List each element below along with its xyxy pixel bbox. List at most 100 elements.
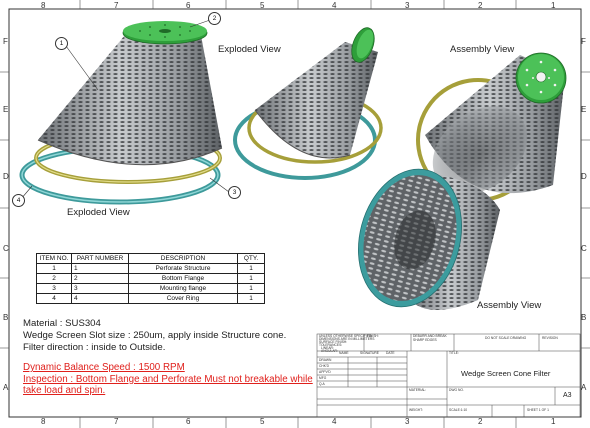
tb-dims: DIMENSIONS ARE IN MILLIMETERS	[319, 337, 375, 341]
tb-title: Wedge Screen Cone Filter	[461, 369, 551, 378]
tb-unless: UNLESS OTHERWISE SPECIFIED:	[319, 334, 373, 338]
view-label-exploded-bottom: Exploded View	[67, 207, 130, 218]
zone-col-6-top: 6	[186, 1, 191, 10]
tb-mfg: MFG	[319, 376, 327, 380]
zone-row-d-right: D	[581, 172, 587, 181]
bill-of-materials: ITEM NO. PART NUMBER DESCRIPTION QTY. 1 …	[36, 253, 265, 304]
drawing-border	[8, 8, 582, 418]
tb-drawn: DRAWN	[319, 358, 332, 362]
note-inspection-line-1: Inspection : Bottom Flange and Perforate…	[23, 374, 313, 385]
tb-signature: SIGNATURE	[360, 351, 379, 355]
bom-part-number: 4	[71, 293, 129, 304]
exploded-view-right	[233, 27, 383, 180]
view-label-assembly-top: Assembly View	[450, 44, 515, 55]
bom-row: 3 3 Mounting flange 1	[36, 283, 265, 294]
balloon-4: 4	[12, 194, 25, 207]
bom-description: Bottom Flange	[128, 273, 238, 284]
bom-header-item: ITEM NO.	[36, 253, 72, 264]
view-label-assembly-bottom: Assembly View	[477, 300, 542, 311]
zone-col-5-bottom: 5	[260, 417, 265, 426]
zone-col-7-top: 7	[114, 1, 119, 10]
zone-col-4-bottom: 4	[332, 417, 337, 426]
tb-angular: ANGULAR:	[321, 349, 338, 353]
zone-row-a-left: A	[3, 383, 9, 392]
zone-row-f-left: F	[3, 37, 8, 46]
exploded-view-left	[19, 19, 230, 205]
bom-row: 2 2 Bottom Flange 1	[36, 273, 265, 284]
zone-col-8-top: 8	[41, 1, 46, 10]
bom-item-no: 3	[36, 283, 72, 294]
bom-description: Mounting flange	[128, 283, 238, 294]
balloon-2: 2	[208, 12, 221, 25]
bom-item-no: 1	[36, 263, 72, 274]
tb-qa: Q.A	[319, 382, 325, 386]
tb-size: A3	[563, 392, 572, 399]
balloon-3: 3	[228, 186, 241, 199]
bom-header-description: DESCRIPTION	[128, 253, 238, 264]
title-block-grid	[316, 333, 581, 418]
tb-weight: WEIGHT:	[409, 408, 423, 412]
tb-revision: REVISION	[542, 336, 558, 340]
bom-row: 1 1 Perforate Structure 1	[36, 263, 265, 274]
tb-deburr: DEBURR AND BREAK SHARP EDGES	[413, 334, 447, 342]
tb-material: MATERIAL:	[409, 388, 427, 392]
tb-date: DATE	[386, 351, 395, 355]
zone-row-f-right: F	[581, 37, 586, 46]
zone-row-b-left: B	[3, 313, 9, 322]
zone-row-b-right: B	[581, 313, 587, 322]
zone-col-7-bottom: 7	[114, 417, 119, 426]
bom-qty: 1	[237, 283, 265, 294]
zone-row-a-right: A	[581, 383, 587, 392]
tb-finish: FINISH:	[367, 334, 379, 338]
tb-no-scale: DO NOT SCALE DRAWING	[485, 336, 527, 340]
bom-header-qty: QTY.	[237, 253, 265, 264]
tb-appvd: APPV'D	[319, 370, 331, 374]
bom-item-no: 2	[36, 273, 72, 284]
zone-col-1-top: 1	[551, 1, 556, 10]
tb-surface: SURFACE FINISH:	[319, 340, 348, 344]
zone-row-c-right: C	[581, 244, 587, 253]
zone-col-5-top: 5	[260, 1, 265, 10]
zone-col-3-bottom: 3	[405, 417, 410, 426]
zone-col-2-top: 2	[478, 1, 483, 10]
zone-col-3-top: 3	[405, 1, 410, 10]
tb-title-label: TITLE:	[449, 351, 459, 355]
assembly-view-bottom	[358, 168, 500, 310]
zone-col-6-bottom: 6	[186, 417, 191, 426]
note-filter-direction: Filter direction : inside to Outside.	[23, 342, 166, 353]
zone-row-d-left: D	[3, 172, 9, 181]
tb-linear: LINEAR:	[321, 346, 334, 350]
bom-description: Cover Ring	[128, 293, 238, 304]
note-slot-size: Wedge Screen Slot size : 250um, apply in…	[23, 330, 287, 341]
bom-row: 4 4 Cover Ring 1	[36, 293, 265, 304]
view-label-exploded-top: Exploded View	[218, 44, 281, 55]
tb-tolerances: TOLERANCES:	[319, 343, 343, 347]
note-inspection-line-2: take load and spin.	[23, 385, 106, 396]
zone-row-e-left: E	[3, 105, 9, 114]
bom-part-number: 1	[71, 263, 129, 274]
zone-col-1-bottom: 1	[551, 417, 556, 426]
zone-row-c-left: C	[3, 244, 9, 253]
tb-chkd: CHK'D	[319, 364, 329, 368]
bom-item-no: 4	[36, 293, 72, 304]
zone-col-2-bottom: 2	[478, 417, 483, 426]
tb-sheet: SHEET 1 OF 1	[527, 408, 549, 412]
bom-qty: 1	[237, 293, 265, 304]
bom-description: Perforate Structure	[128, 263, 238, 274]
tb-dwg-label: DWG NO.	[449, 388, 464, 392]
bom-qty: 1	[237, 273, 265, 284]
bom-qty: 1	[237, 263, 265, 274]
tb-name: NAME	[339, 351, 349, 355]
bom-part-number: 2	[71, 273, 129, 284]
bom-part-number: 3	[71, 283, 129, 294]
bom-header-part: PART NUMBER	[71, 253, 129, 264]
bom-header-row: ITEM NO. PART NUMBER DESCRIPTION QTY.	[36, 253, 265, 264]
zone-col-8-bottom: 8	[41, 417, 46, 426]
zone-col-4-top: 4	[332, 1, 337, 10]
note-material: Material : SUS304	[23, 318, 101, 329]
note-balance-speed: Dynamic Balance Speed : 1500 RPM	[23, 362, 185, 373]
assembly-view-top	[416, 52, 567, 202]
zone-row-e-right: E	[581, 105, 587, 114]
